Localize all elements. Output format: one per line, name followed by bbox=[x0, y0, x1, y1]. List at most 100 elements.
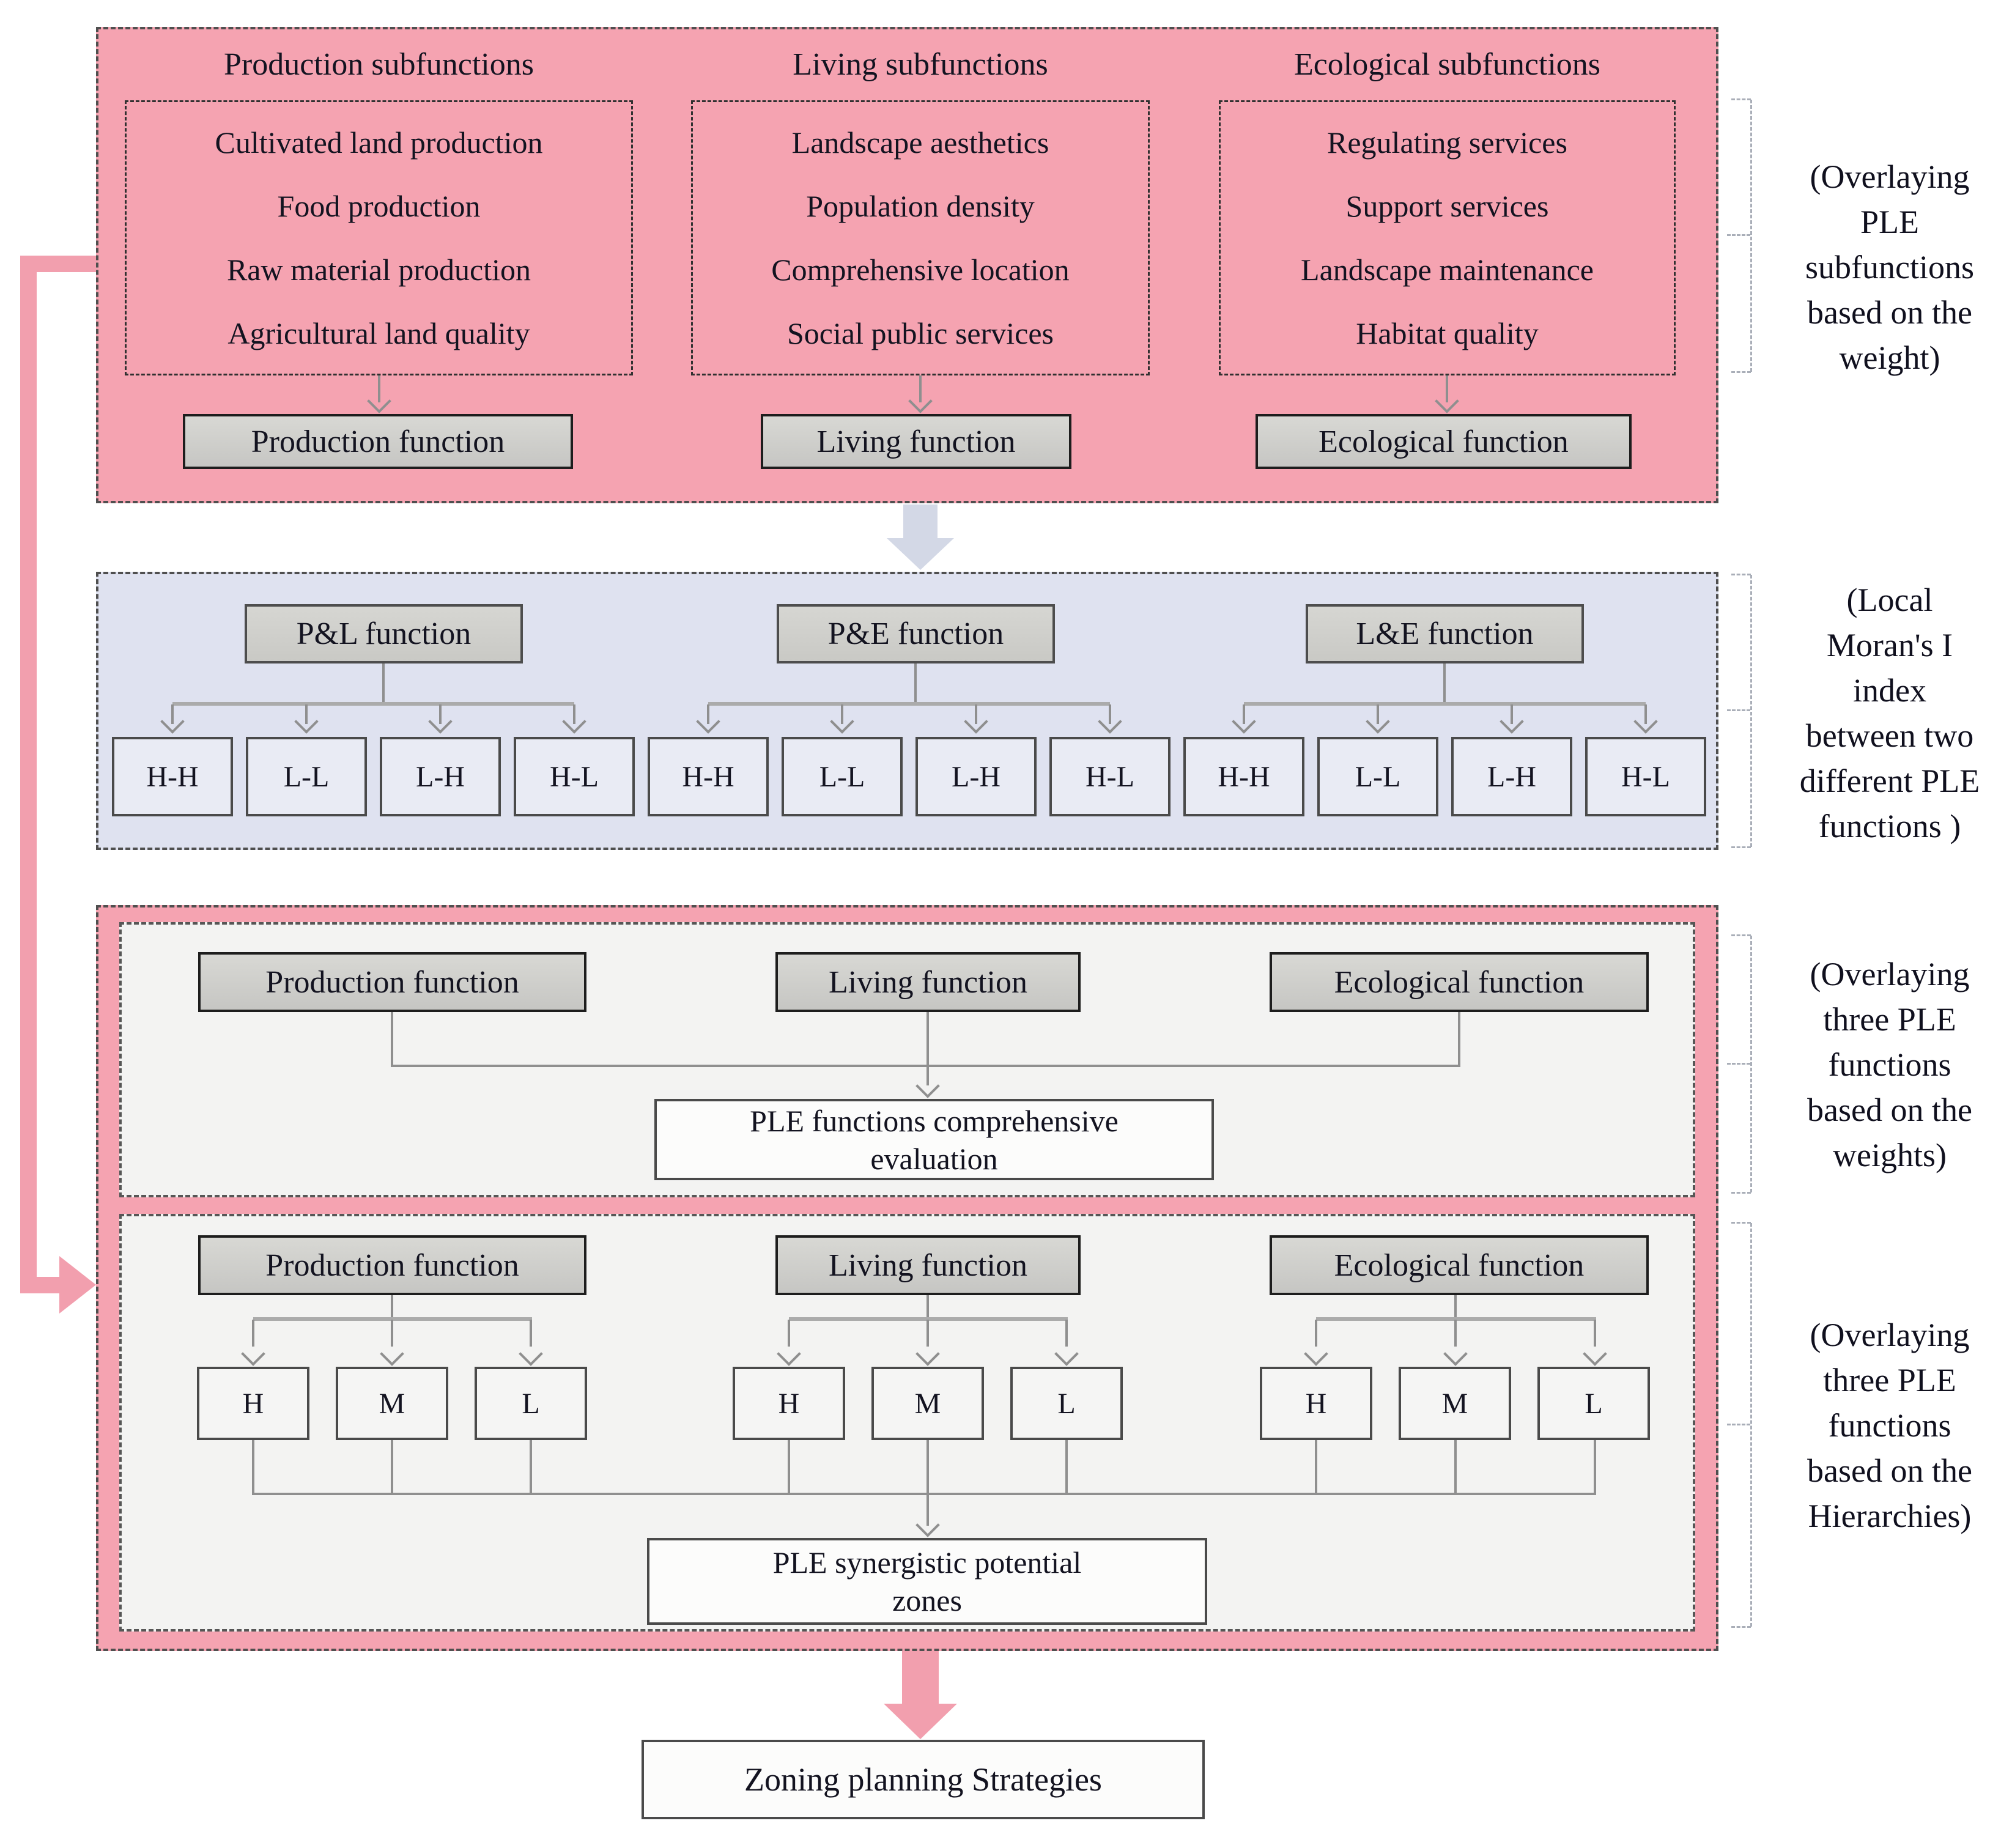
brace-tick bbox=[1727, 709, 1750, 711]
moran-cluster-box: L-L bbox=[782, 737, 903, 816]
moran-cluster-box: L-L bbox=[1317, 737, 1438, 816]
annotation-brace bbox=[1727, 934, 1752, 1194]
pl-function-box: P&L function bbox=[245, 604, 523, 663]
arrow-line bbox=[382, 663, 385, 705]
level-box: L bbox=[1010, 1367, 1123, 1440]
annotation-brace bbox=[1727, 1222, 1752, 1628]
arrow-line bbox=[391, 1295, 393, 1320]
arrow-line bbox=[1644, 704, 1647, 724]
level-box: M bbox=[1399, 1367, 1511, 1440]
branch-bar bbox=[789, 1317, 1068, 1321]
arrow-line bbox=[1109, 704, 1111, 724]
arrow-line bbox=[378, 375, 380, 402]
level-box: L bbox=[475, 1367, 587, 1440]
production-function-box: Production function bbox=[183, 414, 573, 469]
arrow-line bbox=[1454, 1295, 1457, 1320]
branch-bar bbox=[1244, 702, 1646, 706]
flow-arrow-down bbox=[902, 1651, 939, 1705]
production-function-box: Production function bbox=[198, 1235, 586, 1295]
arrow-line bbox=[391, 1012, 393, 1067]
arrow-line bbox=[1315, 1320, 1317, 1347]
subfunction-item: Comprehensive location bbox=[771, 253, 1070, 287]
subfunction-item: Landscape maintenance bbox=[1301, 253, 1594, 287]
level-box: L bbox=[1537, 1367, 1650, 1440]
arrow-line bbox=[1454, 1320, 1457, 1347]
level-box: H bbox=[733, 1367, 845, 1440]
arrow-line bbox=[1443, 663, 1446, 705]
arrow-line bbox=[926, 1495, 929, 1526]
ecological-function-box: Ecological function bbox=[1270, 1235, 1649, 1295]
moran-cluster-box: L-L bbox=[246, 737, 367, 816]
annotation-local-moran: (Local Moran's I index between two diffe… bbox=[1799, 582, 1980, 845]
level-box: H bbox=[197, 1367, 309, 1440]
moran-cluster-box: L-H bbox=[380, 737, 501, 816]
arrow-line bbox=[1243, 704, 1245, 724]
production-subfunctions-header: Production subfunctions bbox=[224, 47, 534, 82]
zoning-planning-strategies-box: Zoning planning Strategies bbox=[642, 1740, 1205, 1819]
arrow-line bbox=[1458, 1012, 1460, 1067]
subfunction-item: Agricultural land quality bbox=[227, 316, 530, 350]
arrow-line bbox=[1594, 1320, 1596, 1347]
level-box: M bbox=[336, 1367, 448, 1440]
ple-comprehensive-evaluation-box: PLE functions comprehensive evaluation bbox=[654, 1099, 1214, 1180]
le-function-box: L&E function bbox=[1306, 604, 1584, 663]
merge-line bbox=[391, 1065, 1460, 1067]
arrow-line bbox=[1511, 704, 1513, 724]
subfunction-item: Cultivated land production bbox=[215, 125, 543, 160]
flow-arrowhead-down-icon bbox=[884, 1704, 957, 1739]
left-feedback-arrow-vertical-segment bbox=[20, 256, 37, 1293]
moran-cluster-box: L-H bbox=[1451, 737, 1572, 816]
merge-line bbox=[252, 1493, 1596, 1495]
arrow-line bbox=[788, 1440, 790, 1495]
subfunction-item: Population density bbox=[806, 189, 1035, 223]
ple-synergistic-zones-box: PLE synergistic potential zones bbox=[647, 1538, 1207, 1625]
subfunction-item: Regulating services bbox=[1327, 125, 1567, 160]
moran-cluster-box: H-H bbox=[648, 737, 769, 816]
production-subfunctions-list: Cultivated land production Food producti… bbox=[125, 100, 633, 375]
arrow-line bbox=[171, 704, 174, 724]
ecological-subfunctions-list: Regulating services Support services Lan… bbox=[1219, 100, 1676, 375]
subfunction-item: Landscape aesthetics bbox=[791, 125, 1049, 160]
arrow-line bbox=[530, 1320, 532, 1347]
arrow-line bbox=[926, 1320, 929, 1347]
arrow-line bbox=[1594, 1440, 1596, 1495]
arrow-line bbox=[707, 704, 709, 724]
arrow-line bbox=[914, 663, 917, 705]
flow-arrow-down bbox=[903, 505, 938, 540]
subfunction-item: Habitat quality bbox=[1356, 316, 1539, 350]
arrow-line bbox=[439, 704, 442, 724]
arrow-line bbox=[1065, 1320, 1068, 1347]
brace-tick bbox=[1727, 1063, 1750, 1065]
ecological-function-box: Ecological function bbox=[1256, 414, 1632, 469]
arrow-line bbox=[391, 1440, 393, 1495]
arrow-line bbox=[1315, 1440, 1317, 1495]
branch-bar bbox=[253, 1317, 532, 1321]
arrow-line bbox=[1377, 704, 1379, 724]
subfunction-item: Raw material production bbox=[226, 253, 531, 287]
branch-bar bbox=[1316, 1317, 1596, 1321]
brace-tick bbox=[1727, 234, 1750, 236]
arrow-line bbox=[975, 704, 977, 724]
production-function-box: Production function bbox=[198, 952, 586, 1012]
annotation-overlay-hierarchies: (Overlaying three PLE functions based on… bbox=[1807, 1317, 1972, 1534]
pe-function-box: P&E function bbox=[777, 604, 1055, 663]
moran-cluster-box: H-L bbox=[1585, 737, 1706, 816]
left-feedback-arrowhead-icon bbox=[59, 1256, 96, 1314]
moran-cluster-box: H-L bbox=[514, 737, 635, 816]
arrow-line bbox=[919, 375, 922, 402]
arrow-line bbox=[926, 1012, 929, 1085]
ecological-function-box: Ecological function bbox=[1270, 952, 1649, 1012]
level-box: H bbox=[1260, 1367, 1372, 1440]
arrow-line bbox=[530, 1440, 532, 1495]
level-box: M bbox=[871, 1367, 984, 1440]
living-subfunctions-header: Living subfunctions bbox=[793, 47, 1048, 82]
moran-cluster-box: H-H bbox=[1183, 737, 1304, 816]
ecological-subfunctions-header: Ecological subfunctions bbox=[1293, 47, 1601, 82]
living-function-box: Living function bbox=[775, 1235, 1081, 1295]
arrow-line bbox=[252, 1440, 254, 1495]
arrow-line bbox=[841, 704, 843, 724]
moran-cluster-box: L-H bbox=[915, 737, 1037, 816]
living-function-box: Living function bbox=[761, 414, 1071, 469]
arrow-line bbox=[926, 1295, 929, 1320]
